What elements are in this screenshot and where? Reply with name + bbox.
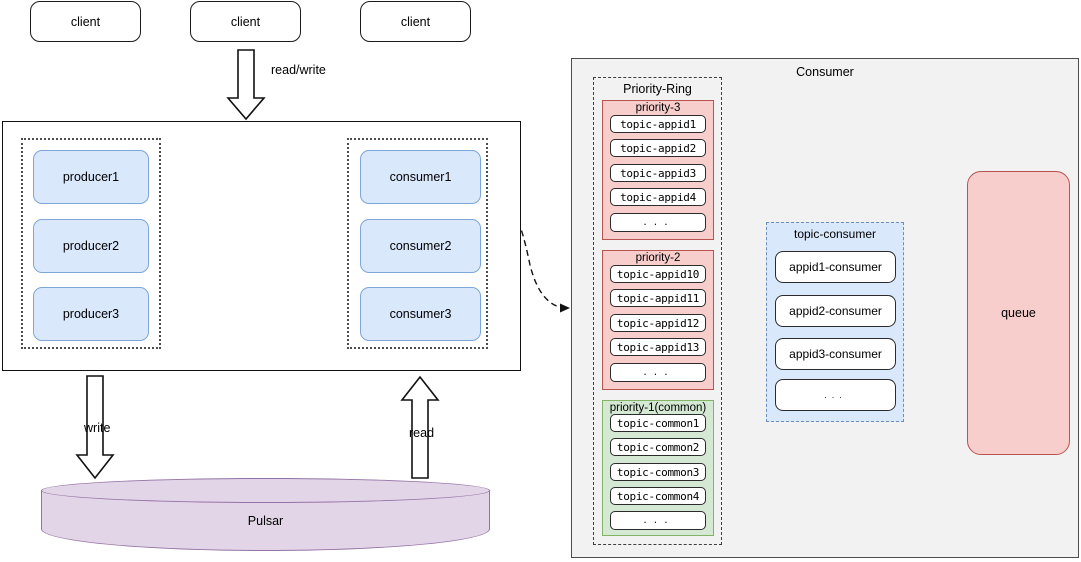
topic-chip-more-priority-3[interactable]: ... (610, 213, 706, 232)
topic-consumer-title: topic-consumer (793, 227, 877, 241)
topic-chip-appid2[interactable]: topic-appid2 (610, 139, 706, 157)
topic-chip-appid3[interactable]: topic-appid3 (610, 164, 706, 182)
client-box-3[interactable]: client (360, 1, 471, 42)
ellipsis-label: ... (824, 390, 847, 400)
topic-chip-label: topic-appid4 (620, 190, 696, 204)
topic-chip-appid1[interactable]: topic-appid1 (610, 115, 706, 133)
producer-3[interactable]: producer3 (33, 287, 149, 341)
producer-1[interactable]: producer1 (33, 150, 149, 204)
topic-chip-common3[interactable]: topic-common3 (610, 463, 706, 481)
topic-chip-label: topic-common3 (616, 465, 700, 479)
producer-label: producer2 (62, 239, 120, 253)
topic-consumer-label: appid3-consumer (789, 347, 882, 361)
consumer-label: consumer2 (389, 239, 452, 253)
topic-chip-label: topic-appid12 (616, 316, 700, 330)
topic-chip-common4[interactable]: topic-common4 (610, 487, 706, 505)
consumer-1[interactable]: consumer1 (360, 150, 481, 204)
topic-chip-label: topic-common2 (616, 440, 700, 454)
topic-consumer-label: appid2-consumer (789, 304, 882, 318)
producer-group (21, 138, 161, 349)
consumer-group (347, 138, 488, 349)
producer-2[interactable]: producer2 (33, 219, 149, 273)
topic-consumer-label: appid1-consumer (789, 260, 882, 274)
pulsar-storage: Pulsar (41, 478, 490, 551)
consumer-panel-title: Consumer (796, 65, 854, 79)
producer-label: producer1 (62, 170, 120, 184)
client-box-1[interactable]: client (30, 1, 141, 42)
client-label: client (230, 14, 261, 29)
cylinder-top (41, 478, 490, 503)
topic-chip-label: topic-appid10 (616, 267, 700, 281)
topic-chip-appid10[interactable]: topic-appid10 (610, 265, 706, 283)
topic-chip-label: topic-appid3 (620, 166, 696, 180)
client-box-2[interactable]: client (190, 1, 301, 42)
queue-label: queue (1001, 306, 1036, 320)
consumer1-to-panel-arrowhead (560, 303, 570, 313)
topic-chip-label: topic-appid1 (620, 117, 696, 131)
priority-group-1-title: priority-1(common) (609, 402, 707, 414)
topic-chip-label: topic-appid13 (616, 340, 700, 354)
consumer-2[interactable]: consumer2 (360, 219, 481, 273)
write-label: write (84, 421, 111, 435)
appid1-consumer[interactable]: appid1-consumer (775, 251, 896, 283)
priority-group-3-title: priority-3 (635, 102, 681, 114)
topic-chip-label: topic-common4 (616, 489, 700, 503)
topic-chip-appid11[interactable]: topic-appid11 (610, 289, 706, 307)
read-label: read (409, 426, 435, 440)
priority-group-2-title: priority-2 (635, 252, 681, 264)
topic-chip-more-priority-1[interactable]: ... (610, 511, 706, 530)
read-write-arrow (226, 49, 266, 121)
topic-chip-more-priority-2[interactable]: ... (610, 363, 706, 382)
ellipsis-label: ... (642, 367, 674, 378)
priority-ring-title: Priority-Ring (623, 82, 692, 96)
pulsar-label: Pulsar (247, 513, 284, 528)
topic-chip-label: topic-appid2 (620, 141, 696, 155)
topic-chip-label: topic-appid11 (616, 291, 700, 305)
consumer-label: consumer1 (389, 170, 452, 184)
producer-label: producer3 (62, 307, 120, 321)
topic-chip-label: topic-common1 (616, 416, 700, 430)
ellipsis-label: ... (642, 515, 674, 526)
topic-consumer-more[interactable]: ... (775, 379, 896, 411)
consumer-3[interactable]: consumer3 (360, 287, 481, 341)
topic-chip-common2[interactable]: topic-common2 (610, 438, 706, 456)
queue-box[interactable]: queue (967, 171, 1070, 455)
topic-chip-appid4[interactable]: topic-appid4 (610, 188, 706, 206)
topic-chip-appid12[interactable]: topic-appid12 (610, 314, 706, 332)
appid2-consumer[interactable]: appid2-consumer (775, 295, 896, 327)
read-write-label: read/write (271, 63, 326, 77)
consumer-label: consumer3 (389, 307, 452, 321)
priority-ring-container (593, 77, 722, 545)
client-label: client (400, 14, 431, 29)
client-label: client (70, 14, 101, 29)
topic-chip-appid13[interactable]: topic-appid13 (610, 338, 706, 356)
ellipsis-label: ... (642, 217, 674, 228)
appid3-consumer[interactable]: appid3-consumer (775, 338, 896, 370)
topic-chip-common1[interactable]: topic-common1 (610, 414, 706, 432)
